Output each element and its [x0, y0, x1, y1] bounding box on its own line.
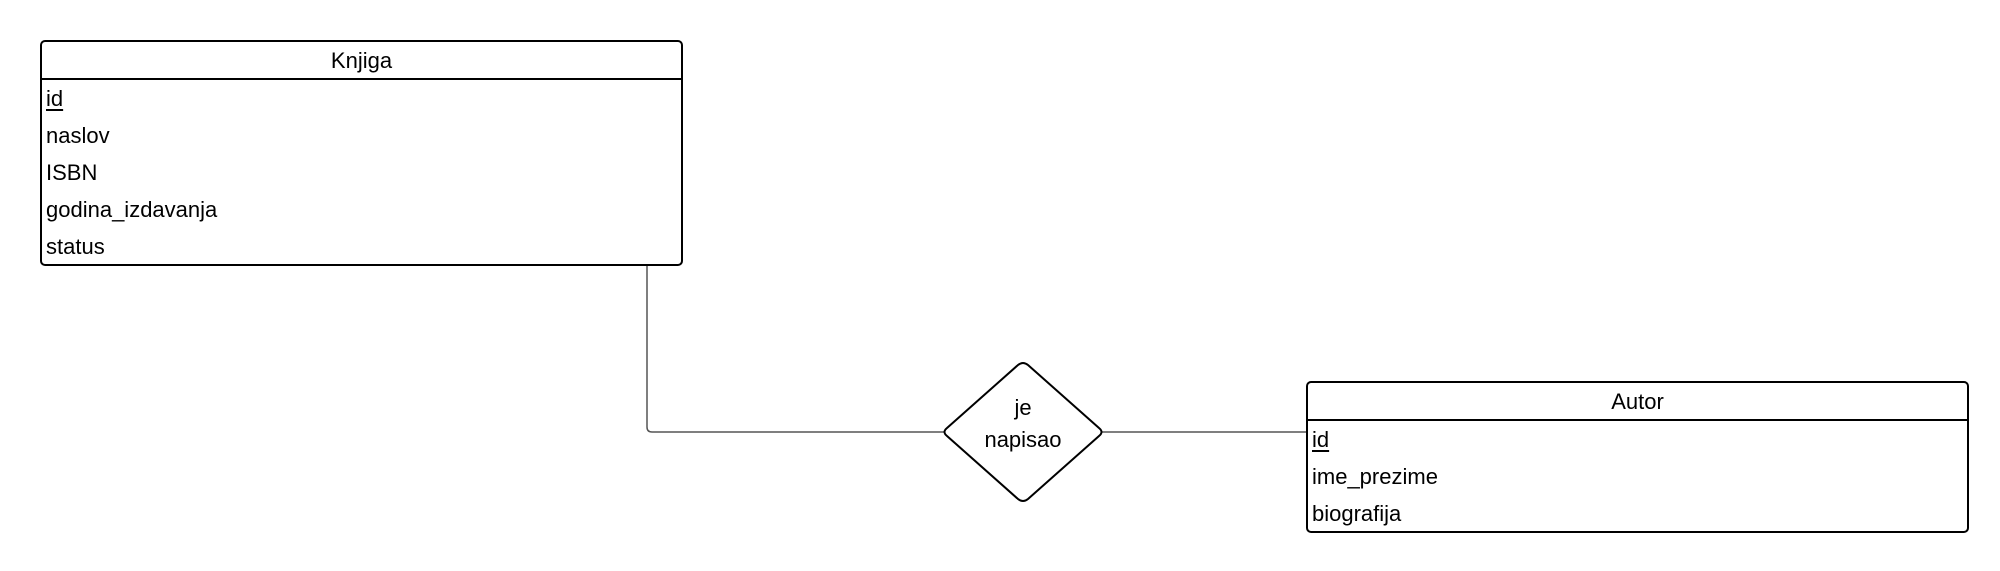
relationship-label: je napisao [944, 392, 1102, 456]
entity-title: Knjiga [42, 42, 681, 80]
attribute-row: godina_izdavanja [42, 191, 681, 228]
attribute-row: ime_prezime [1308, 458, 1967, 495]
entity-title: Autor [1308, 383, 1967, 421]
attribute-row: naslov [42, 117, 681, 154]
relationship-label-line: napisao [984, 427, 1062, 452]
attribute-row: id [1308, 421, 1967, 458]
attribute-name: biografija [1312, 501, 1402, 526]
entity-knjiga[interactable]: Knjiga id naslov ISBN godina_izdavanja s… [40, 40, 683, 266]
attribute-row: ISBN [42, 154, 681, 191]
relationship-label-line: je [1014, 395, 1032, 420]
attribute-name: ime_prezime [1312, 464, 1438, 489]
entity-autor[interactable]: Autor id ime_prezime biografija [1306, 381, 1969, 533]
attribute-name: naslov [46, 123, 110, 148]
attribute-name: status [46, 234, 105, 259]
attribute-row: id [42, 80, 681, 117]
connector-knjiga-relationship [646, 266, 944, 433]
attribute-row: status [42, 228, 681, 264]
attribute-name: ISBN [46, 160, 98, 185]
primary-key-attribute: id [46, 86, 64, 111]
relationship-diamond[interactable] [943, 362, 1103, 502]
primary-key-attribute: id [1312, 427, 1330, 452]
attribute-name: godina_izdavanja [46, 197, 218, 222]
attribute-row: biografija [1308, 495, 1967, 531]
